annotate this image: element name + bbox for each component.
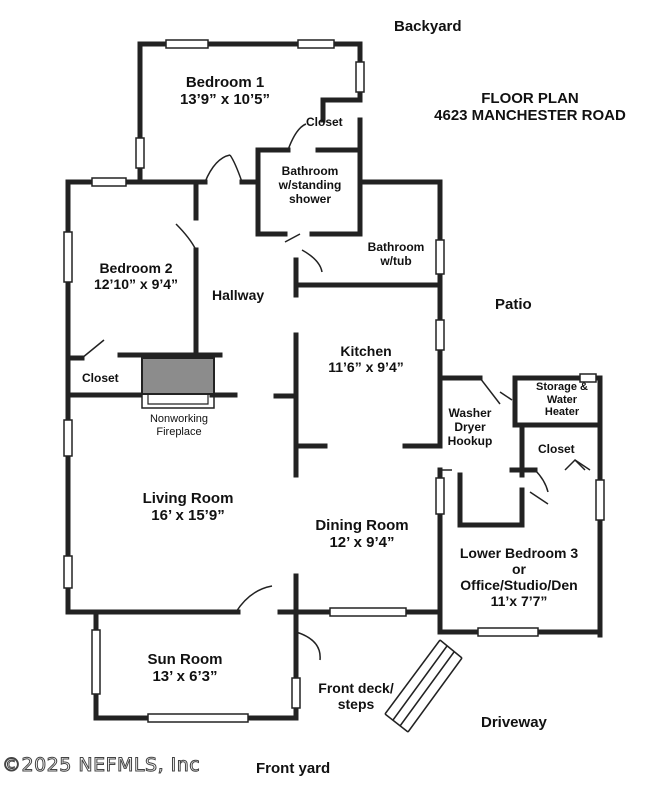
windows bbox=[63, 39, 605, 723]
copyright-watermark: ©2025 NEFMLS, Inc bbox=[1, 754, 201, 777]
front-deck-line1: Front deck/ bbox=[318, 680, 394, 696]
bathroom-tub-label: Bathroom w/tub bbox=[356, 240, 436, 269]
bath-shower-line2: w/standing bbox=[278, 177, 342, 192]
front-deck-steps bbox=[384, 639, 463, 733]
kitchen-label: Kitchen 11’6” x 9’4” bbox=[310, 343, 422, 375]
closet-left-label: Closet bbox=[82, 371, 119, 385]
storage-line1: Storage & bbox=[536, 381, 588, 393]
bedroom1-name: Bedroom 1 bbox=[185, 74, 265, 91]
washer-line1: Washer bbox=[448, 406, 492, 420]
bedroom2-name: Bedroom 2 bbox=[99, 260, 173, 276]
bedroom3-label: Lower Bedroom 3 or Office/Studio/Den 11’… bbox=[444, 545, 594, 609]
fireplace-label: Nonworking Fireplace bbox=[136, 413, 222, 438]
sunroom-size: 13’ x 6’3” bbox=[152, 668, 218, 686]
hallway-label: Hallway bbox=[212, 287, 265, 303]
sunroom-name: Sun Room bbox=[147, 651, 223, 668]
closet-top-label: Closet bbox=[306, 115, 343, 129]
title-address: 4623 MANCHESTER ROAD bbox=[434, 107, 626, 125]
front-yard-label: Front yard bbox=[256, 760, 331, 777]
fireplace-line2: Fireplace bbox=[156, 425, 202, 438]
bath-tub-line2: w/tub bbox=[380, 253, 412, 268]
bath-shower-line1: Bathroom bbox=[281, 164, 339, 178]
sunroom-label: Sun Room 13’ x 6’3” bbox=[130, 651, 240, 686]
dining-name: Dining Room bbox=[315, 517, 409, 534]
bath-shower-line3: shower bbox=[288, 191, 331, 206]
bedroom3-size: 11’x 7’7” bbox=[490, 593, 548, 610]
patio-label: Patio bbox=[495, 296, 532, 313]
door-swings bbox=[81, 123, 591, 661]
closet-right-label: Closet bbox=[538, 442, 575, 456]
bedroom2-size: 12’10” x 9’4” bbox=[93, 276, 179, 293]
front-deck-line2: steps bbox=[337, 696, 375, 713]
bedroom3-line2: or bbox=[512, 561, 526, 578]
front-deck-label: Front deck/ steps bbox=[306, 680, 406, 712]
fireplace-line1: Nonworking bbox=[149, 413, 209, 425]
bedroom1-label: Bedroom 1 13’9” x 10’5” bbox=[155, 74, 295, 109]
bedroom2-label: Bedroom 2 12’10” x 9’4” bbox=[76, 260, 196, 292]
washer-line2: Dryer bbox=[454, 419, 486, 434]
fireplace-block bbox=[141, 357, 215, 395]
dining-size: 12’ x 9’4” bbox=[329, 534, 395, 552]
storage-label: Storage & Water Heater bbox=[525, 381, 599, 419]
backyard-label: Backyard bbox=[394, 18, 462, 35]
washer-dryer-label: Washer Dryer Hookup bbox=[443, 406, 497, 448]
storage-line3: Heater bbox=[544, 406, 580, 419]
kitchen-size: 11’6” x 9’4” bbox=[328, 359, 404, 376]
driveway-label: Driveway bbox=[481, 714, 547, 731]
storage-line2: Water bbox=[546, 393, 578, 406]
living-size: 16’ x 15’9” bbox=[151, 507, 225, 525]
title-line1: FLOOR PLAN bbox=[481, 90, 579, 107]
bathroom-shower-label: Bathroom w/standing shower bbox=[262, 164, 358, 206]
floor-plan-title: FLOOR PLAN 4623 MANCHESTER ROAD bbox=[430, 90, 630, 125]
dining-room-label: Dining Room 12’ x 9’4” bbox=[302, 517, 422, 552]
bath-tub-line1: Bathroom bbox=[367, 240, 425, 254]
bedroom1-size: 13’9” x 10’5” bbox=[179, 91, 271, 109]
living-name: Living Room bbox=[142, 490, 234, 507]
bedroom3-line1: Lower Bedroom 3 bbox=[459, 545, 579, 561]
washer-line3: Hookup bbox=[447, 433, 493, 448]
living-room-label: Living Room 16’ x 15’9” bbox=[128, 490, 248, 525]
kitchen-name: Kitchen bbox=[340, 343, 392, 359]
bedroom3-line3: Office/Studio/Den bbox=[460, 577, 578, 594]
